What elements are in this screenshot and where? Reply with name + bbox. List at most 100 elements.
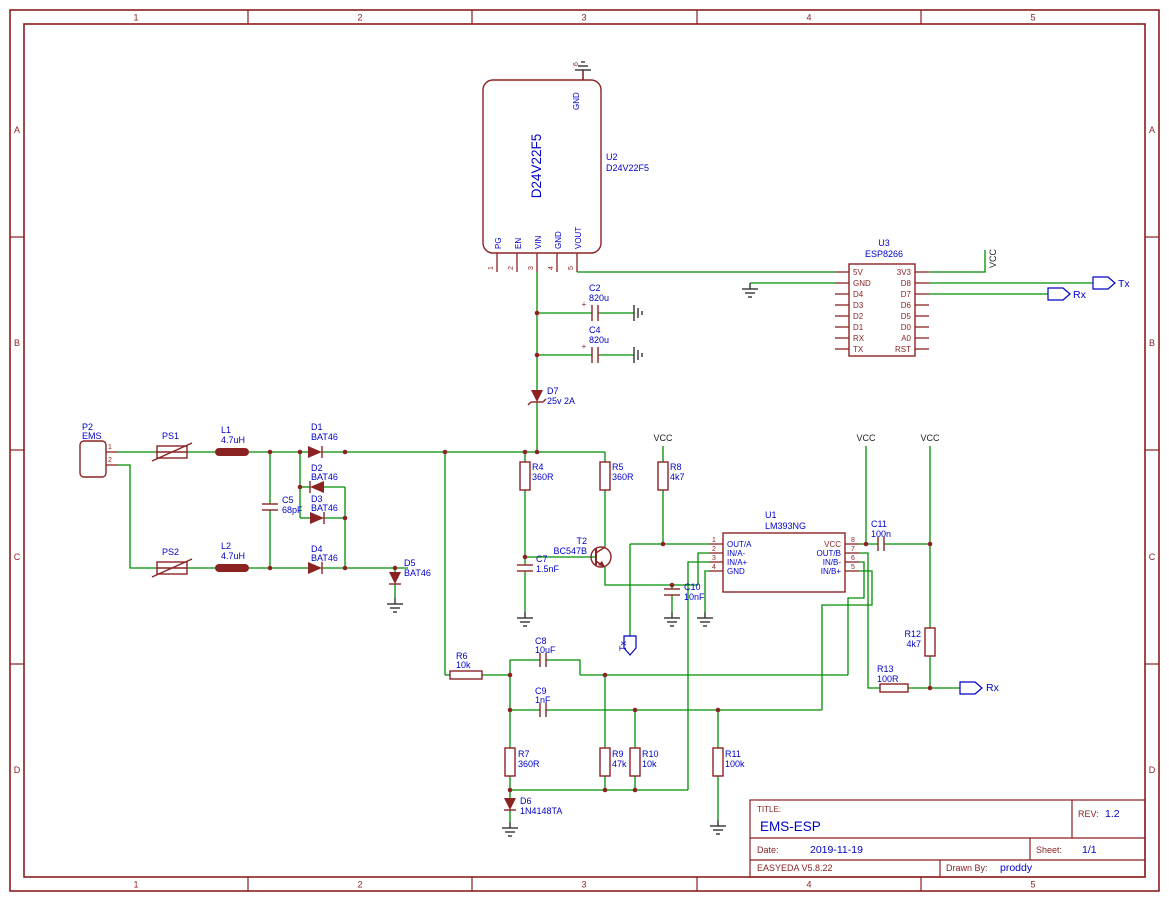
ground-symbol	[664, 612, 680, 627]
pin-number: 2	[508, 266, 515, 270]
diode-d1[interactable]: D1 BAT46	[308, 422, 338, 458]
resistor-r9[interactable]: R9 47k	[599, 747, 627, 777]
resistor-r11[interactable]: R11 100k	[712, 747, 745, 777]
polyswitch-ps1[interactable]: PS1	[151, 431, 193, 462]
capacitor-c5[interactable]: C5 68pF	[262, 495, 303, 515]
value-R11: 100k	[725, 759, 745, 769]
pin-number: 5	[851, 564, 855, 571]
resistor-r13[interactable]: R13 100R	[877, 664, 909, 693]
net-labels[interactable]: VCC VCC VCC VCC Tx Rx Tx Rx	[618, 248, 1130, 695]
polarity-plus: +	[582, 342, 587, 351]
sheet-value: 1/1	[1082, 844, 1097, 856]
resistor-r10[interactable]: R10 10k	[629, 747, 659, 777]
value-D2: BAT46	[311, 472, 338, 482]
ref-D7: D7	[547, 386, 559, 396]
value-C8: 10uF	[535, 645, 556, 655]
diode-d5[interactable]: D5 BAT46	[389, 558, 431, 585]
value-R4: 360R	[532, 472, 554, 482]
value-C7: 1.5nF	[536, 564, 560, 574]
capacitor-c11[interactable]: C11 100n	[871, 519, 891, 551]
ref-R8: R8	[670, 462, 682, 472]
pin-name: VOUT	[574, 227, 583, 249]
diode-d4[interactable]: D4 BAT46	[308, 544, 338, 574]
pin-number: 4	[548, 266, 555, 270]
ref-C2: C2	[589, 283, 601, 293]
schematic-title: EMS-ESP	[760, 819, 821, 834]
ref-R5: R5	[612, 462, 624, 472]
frame-col-label: 5	[1030, 880, 1035, 890]
pin-name: RX	[853, 334, 865, 343]
ground-symbols[interactable]	[387, 61, 758, 837]
value-T2: BC547B	[553, 546, 587, 556]
value-R12: 4k7	[906, 639, 921, 649]
capacitor-c7[interactable]: C7 1.5nF	[517, 554, 560, 574]
transistor-t2[interactable]: T2 BC547B	[553, 536, 612, 568]
pin-name: D8	[901, 279, 912, 288]
comparator-u1[interactable]: U1 LM393NG 1 2 3 4 8 7 6 5 OUT/A IN/A- I…	[709, 510, 859, 593]
pin-name: PG	[494, 237, 503, 249]
ref-U3: U3	[878, 238, 890, 248]
polyswitch-ps2[interactable]: PS2	[151, 547, 193, 578]
junction-dots	[267, 310, 933, 793]
capacitor-c9[interactable]: C9 1nF	[535, 686, 551, 717]
capacitor-c4[interactable]: + C4 820u	[582, 325, 609, 363]
ref-L2: L2	[221, 541, 231, 551]
capacitor-c2[interactable]: + C2 820u	[582, 283, 609, 321]
ref-D4: D4	[311, 544, 323, 554]
pin-number: 1	[712, 537, 716, 544]
ref-C11: C11	[871, 519, 887, 529]
ref-U2: U2	[606, 152, 618, 162]
wires[interactable]	[118, 250, 1093, 822]
ref-R7: R7	[518, 749, 530, 759]
resistor-r7[interactable]: R7 360R	[504, 747, 540, 777]
pin-number: 2	[108, 457, 112, 464]
ref-D5: D5	[404, 558, 416, 568]
frame-col-label: 2	[357, 880, 362, 890]
frame-row-label: B	[14, 338, 20, 348]
ref-D6: D6	[520, 796, 532, 806]
tx-label: Tx	[1118, 278, 1130, 290]
resistor-r12[interactable]: R12 4k7	[904, 627, 936, 657]
ground-symbol	[517, 612, 533, 627]
resistor-r8[interactable]: R8 4k7	[657, 461, 685, 491]
resistor-r4[interactable]: R4 360R	[519, 461, 554, 491]
pin-name: OUT/A	[727, 540, 752, 549]
pin-number: 6	[851, 555, 855, 562]
value-U1: LM393NG	[765, 521, 806, 531]
frame-col-label: 2	[357, 13, 362, 23]
ref-PS1: PS1	[162, 431, 179, 441]
inductor-l2[interactable]: L2 4.7uH	[215, 541, 249, 572]
resistor-r5[interactable]: R5 360R	[599, 461, 634, 491]
diode-d2[interactable]: D2 BAT46	[309, 463, 338, 493]
frame-row-label: D	[1149, 765, 1156, 775]
diode-d6[interactable]: D6 1N4148TA	[504, 796, 562, 816]
ref-C7: C7	[536, 554, 548, 564]
pin-name: TX	[853, 345, 864, 354]
value-R10: 10k	[642, 759, 657, 769]
pin-number: 8	[851, 537, 855, 544]
frame-col-label: 1	[133, 880, 138, 890]
capacitor-c8[interactable]: C8 10uF	[535, 636, 556, 667]
connector-p2[interactable]: P2 EMS 1 2	[79, 422, 118, 478]
pin-name: A0	[901, 334, 911, 343]
esp8266-module-u3[interactable]: U3 ESP8266 5V GND D4 D3 D2 D1 RX TX 3V3 …	[835, 238, 929, 357]
pin-name: IN/B+	[821, 567, 842, 576]
value-R13: 100R	[877, 674, 899, 684]
voltage-regulator-u2[interactable]: D24V22F5 U2 D24V22F5 6 GND 1 2 3 4 5 PG …	[482, 62, 649, 272]
inductor-l1[interactable]: L1 4.7uH	[215, 425, 249, 456]
frame-col-label: 4	[806, 13, 811, 23]
vcc-label: VCC	[856, 433, 876, 443]
title-label: TITLE:	[757, 805, 781, 814]
ref-P2: P2	[82, 422, 93, 432]
value-C2: 820u	[589, 293, 609, 303]
zener-diode-d7[interactable]: D7 25v 2A	[527, 386, 575, 406]
frame-col-label: 4	[806, 880, 811, 890]
ground-symbol	[697, 612, 713, 627]
rev-value: 1.2	[1105, 808, 1120, 820]
diode-d3[interactable]: D3 BAT46	[310, 494, 338, 524]
ref-C9: C9	[535, 686, 547, 696]
capacitor-c10[interactable]: C10 10nF	[664, 582, 705, 602]
ref-T2: T2	[576, 536, 587, 546]
resistor-r6[interactable]: R6 10k	[449, 651, 483, 680]
